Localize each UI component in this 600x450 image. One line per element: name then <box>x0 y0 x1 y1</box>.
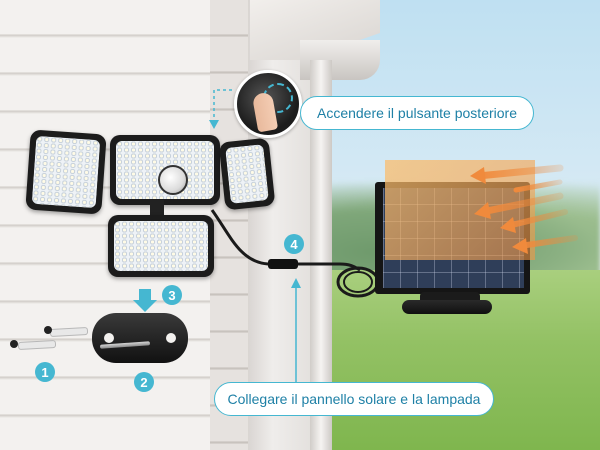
lamp-head-left <box>25 129 107 215</box>
screw-head-top <box>44 326 52 334</box>
step-badge-3: 3 <box>162 285 182 305</box>
screw-head-bottom <box>10 340 18 348</box>
lamp-head-right <box>218 137 276 211</box>
bracket-hole-left <box>104 333 114 343</box>
step-badge-2: 2 <box>134 372 154 392</box>
step-badge-1: 1 <box>35 362 55 382</box>
callout-power-button: Accendere il pulsante posteriore <box>300 96 534 130</box>
step-badge-4: 4 <box>284 234 304 254</box>
lamp-head-bottom <box>108 215 214 277</box>
bracket-hole-right <box>166 333 176 343</box>
led-array <box>114 221 208 271</box>
led-array <box>31 135 101 209</box>
sunlight-glow <box>385 160 535 260</box>
led-array <box>225 144 269 204</box>
power-button-icon <box>234 70 302 138</box>
callout-connect-panel: Collegare il pannello solare e la lampad… <box>214 382 494 416</box>
solar-panel-base <box>402 300 492 314</box>
motion-sensor-icon <box>158 165 188 195</box>
wall-bracket-icon <box>92 313 188 363</box>
